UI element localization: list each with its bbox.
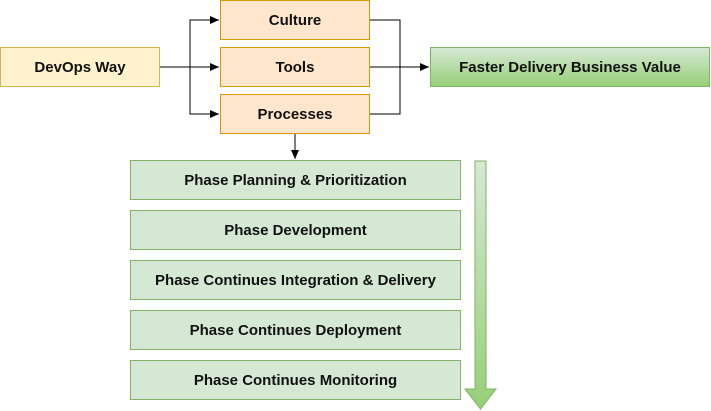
- tools-node: Tools: [220, 47, 370, 87]
- processes-node: Processes: [220, 94, 370, 134]
- connector-source-to-culture: [189, 16, 219, 67]
- phase-development-node: Phase Development: [130, 210, 461, 250]
- phase-flow-arrow: [463, 160, 498, 410]
- phase-integration-node: Phase Continues Integration & Delivery: [130, 260, 461, 300]
- phase-planning-node: Phase Planning & Prioritization: [130, 160, 461, 200]
- culture-node: Culture: [220, 0, 370, 40]
- devops-way-node: DevOps Way: [0, 47, 160, 87]
- phase-monitoring-node: Phase Continues Monitoring: [130, 360, 461, 400]
- connector-processes-to-target: [370, 67, 401, 115]
- phase-deployment-node: Phase Continues Deployment: [130, 310, 461, 350]
- faster-delivery-node: Faster Delivery Business Value: [430, 47, 710, 87]
- connector-source-to-processes: [189, 67, 219, 118]
- connector-culture-to-target: [370, 19, 401, 67]
